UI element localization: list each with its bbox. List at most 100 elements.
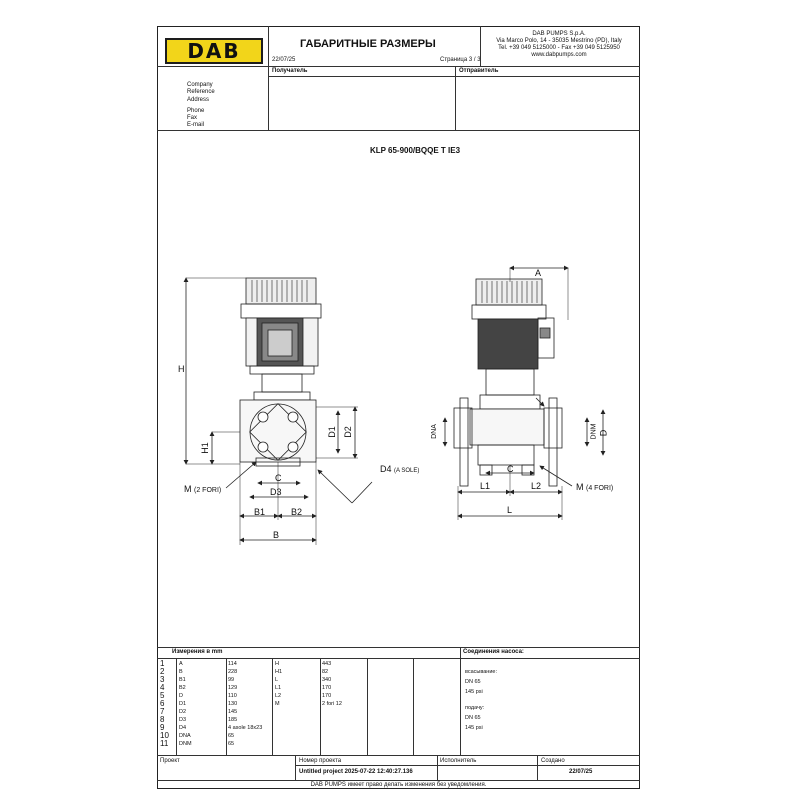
dim-value: 130 — [228, 701, 238, 707]
dim-value: 99 — [228, 677, 235, 683]
divider — [157, 755, 640, 756]
dim-key: H — [275, 661, 279, 667]
dim-key: D4 — [179, 725, 187, 731]
dim-col1-values: 114 228 99 129 110 130 145 185 4 asole 1… — [228, 660, 262, 748]
dim-value: 129 — [228, 685, 238, 691]
divider — [480, 26, 481, 66]
dim-col2-values: 443 82 340 170 170 2 fori 12 — [322, 660, 342, 708]
company-web: www.dabpumps.com — [531, 52, 587, 58]
sheet-frame — [157, 26, 640, 789]
label-m-left: M (2 FORI) — [184, 484, 222, 494]
field-email: E-mail — [187, 122, 205, 128]
dim-value: 185 — [228, 717, 238, 723]
disclaimer: DAB PUMPS имеет право делать изменения б… — [310, 782, 487, 788]
dimensions-header: Измерения в mm — [172, 649, 223, 655]
divider — [455, 66, 456, 130]
divider — [176, 658, 177, 755]
dim-col1-keys: A B B1 B2 D D1 D2 D3 D4 DNA DNM — [179, 660, 192, 748]
label-a: A — [535, 268, 542, 278]
project-number: Untitled project 2025-07-22 12:40:27.136 — [299, 769, 413, 775]
drawing-title: KLP 65-900/BQQE T IE3 — [369, 146, 461, 155]
divider — [272, 658, 273, 755]
label-b2: B2 — [291, 507, 303, 517]
field-fax: Fax — [187, 115, 198, 121]
delivery-psi: 145 psi — [465, 725, 483, 731]
project-label: Проект — [160, 758, 180, 764]
delivery-dn: DN 65 — [465, 715, 481, 721]
connections-header: Соединения насоса: — [463, 649, 524, 655]
created-date: 22/07/25 — [569, 769, 593, 775]
divider — [268, 26, 269, 130]
created-label: Создано — [541, 758, 565, 764]
dim-key: B1 — [179, 677, 186, 683]
field-address: Address — [187, 97, 210, 103]
technical-drawing — [183, 265, 606, 545]
delivery-label: подачу: — [465, 705, 485, 711]
dim-value: 65 — [228, 733, 235, 739]
label-dnm: DNM — [590, 423, 598, 440]
dim-value: 65 — [228, 741, 235, 747]
page-number: Страница 3 / 3 — [440, 57, 481, 63]
row-number: 9 — [160, 723, 165, 732]
dim-key: DNA — [179, 733, 191, 739]
divider — [157, 130, 640, 131]
divider — [537, 755, 538, 780]
label-d3: D3 — [270, 487, 282, 497]
row-number: 8 — [160, 715, 165, 724]
dim-value: 340 — [322, 677, 332, 683]
dab-logo: DAB — [165, 38, 263, 64]
label-l2: L2 — [531, 481, 542, 491]
row-number: 2 — [160, 667, 165, 676]
right-view — [442, 265, 606, 520]
label-dna: DNA — [430, 424, 438, 439]
company-phone: Tel. +39 049 5125000 - Fax +39 049 51259… — [498, 45, 620, 51]
dim-key: L — [275, 677, 279, 683]
label-h: H — [178, 364, 185, 374]
dim-value: 114 — [228, 661, 237, 667]
label-h1: H1 — [199, 442, 210, 454]
date: 22/07/25 — [272, 57, 296, 63]
dim-value: 82 — [322, 669, 329, 675]
divider — [367, 658, 368, 755]
suction-label: всасывание: — [465, 669, 497, 675]
row-number: 11 — [160, 739, 169, 748]
label-c-right: C — [507, 464, 514, 474]
dim-value: 170 — [322, 693, 332, 699]
dim-key: L2 — [275, 693, 282, 699]
suction-psi: 145 psi — [465, 689, 483, 695]
field-company: Company — [187, 82, 213, 88]
dim-value: 228 — [228, 669, 238, 675]
label-l: L — [507, 505, 513, 515]
dim-key: DNM — [179, 741, 192, 747]
label-c-left: C — [275, 473, 282, 483]
dim-value: 110 — [228, 693, 237, 699]
field-phone: Phone — [187, 108, 205, 114]
company-address: Via Marco Polo, 14 - 35035 Mestrino (PD)… — [496, 38, 622, 44]
label-m-right: M (4 FORI) — [576, 482, 614, 492]
sender-label: Отправитель — [459, 68, 499, 74]
label-l1: L1 — [480, 481, 491, 491]
dim-value: 170 — [322, 685, 332, 691]
row-number: 4 — [160, 683, 165, 692]
divider — [437, 755, 438, 780]
label-d1: D1 — [326, 426, 337, 438]
dim-key: D2 — [179, 709, 187, 715]
row-number: 6 — [160, 699, 165, 708]
row-number: 1 — [160, 659, 165, 668]
field-reference: Reference — [187, 89, 215, 95]
dim-value: 145 — [228, 709, 238, 715]
dim-key: B2 — [179, 685, 186, 691]
divider — [226, 658, 227, 755]
dim-value: 2 fori 12 — [322, 701, 342, 707]
recipient-label: Получатель — [272, 68, 308, 74]
divider — [157, 66, 640, 67]
company-name: DAB PUMPS S.p.A. — [532, 31, 586, 37]
dim-key: L1 — [275, 685, 282, 691]
row-number: 7 — [160, 707, 165, 716]
dim-key: D1 — [179, 701, 187, 707]
divider — [413, 658, 414, 755]
project-number-label: Номер проекта — [299, 758, 342, 764]
divider — [157, 658, 640, 659]
dim-key: M — [275, 701, 280, 707]
dim-value: 443 — [322, 661, 332, 667]
